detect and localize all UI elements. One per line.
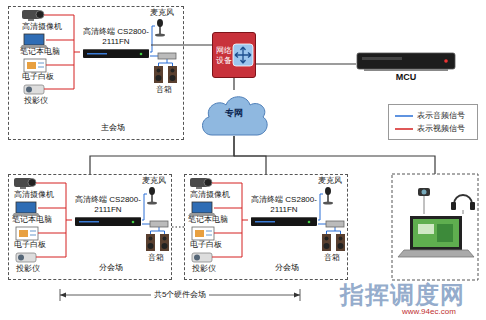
hd-terminal: 高清终端 CS2800-2111FN <box>249 195 319 226</box>
venue-count-note: 共5个硬件会场 <box>151 290 209 300</box>
venue-name: 分会场 <box>99 263 123 273</box>
venue-label-box: 分会场 <box>99 263 123 273</box>
venue-name: 分会场 <box>275 263 299 273</box>
microphone-label: 麦克风 <box>318 176 342 186</box>
legend-sample <box>395 126 413 132</box>
count-bracket-part <box>294 293 300 298</box>
mcu-device: MCU <box>356 50 456 83</box>
count-bracket-part <box>60 293 66 298</box>
terminal-lights <box>251 218 317 226</box>
terminal-model: 高清终端 CS2800-2111FN <box>249 195 319 215</box>
whiteboard-label: 电子白板 <box>190 240 222 250</box>
speaker-label: 音箱 <box>148 253 164 263</box>
hd-terminal: 高清终端 CS2800-2111FN <box>73 195 143 226</box>
mcu-light <box>444 59 448 63</box>
terminal-lights <box>83 50 149 58</box>
camera-label: 高清摄像机 <box>190 190 230 200</box>
venue-label-box: 分会场 <box>275 263 299 273</box>
switch-text-box: 网络设备 <box>216 46 232 66</box>
venue-name: 主会场 <box>101 123 125 133</box>
venue-label-box: 主会场 <box>101 123 125 133</box>
legend-line <box>395 115 413 117</box>
terminal-model: 高清终端 CS2800-2111FN <box>81 27 151 47</box>
software-terminal-picture-part <box>410 216 462 250</box>
mcu-panel <box>362 57 402 60</box>
dotted-link <box>172 226 184 227</box>
legend-sample <box>395 113 413 119</box>
whiteboard-label: 电子白板 <box>14 240 46 250</box>
laptop-label: 笔记本电脑 <box>20 47 60 57</box>
software-terminal-picture-part <box>451 202 456 210</box>
legend-box: 表示音频信号表示视频信号 <box>388 104 478 140</box>
count-bracket <box>60 289 300 301</box>
cloud-outline <box>203 97 268 135</box>
node-label: MCU <box>356 72 456 83</box>
count-bracket-part <box>60 289 61 301</box>
network-bus <box>234 156 435 174</box>
terminal-device <box>75 217 141 226</box>
terminal-light <box>308 221 311 224</box>
legend-text: 表示视频信号 <box>417 124 465 134</box>
microphone-label: 麦克风 <box>142 176 166 186</box>
legend-row: 表示音频信号 <box>395 109 471 122</box>
network-link <box>256 63 356 64</box>
terminal-lights <box>75 218 141 226</box>
terminal-light <box>140 53 143 56</box>
website-watermark: www.94ec.com <box>402 307 456 317</box>
software-terminal-picture-part <box>398 250 474 257</box>
speaker-label: 音箱 <box>324 253 340 263</box>
software-terminal-picture-part <box>470 202 475 210</box>
cloud-text-box: 专网 <box>198 90 270 136</box>
terminal-stripe <box>87 53 107 55</box>
switch-icon-body <box>233 44 253 66</box>
network-link <box>90 136 234 174</box>
network-cloud: 专网 <box>198 90 270 136</box>
software-terminal-picture-part <box>418 224 434 234</box>
terminal-device <box>83 49 149 58</box>
mcu-picture <box>356 50 456 72</box>
mcu-body <box>357 53 455 69</box>
microphone-label: 麦克风 <box>150 8 174 18</box>
projector-label: 投影仪 <box>192 264 216 274</box>
terminal-light <box>132 221 135 224</box>
speaker-label: 音箱 <box>156 85 172 95</box>
network-link <box>234 136 266 174</box>
software-venue-box <box>392 174 478 280</box>
switch-icon <box>232 41 254 69</box>
branch-venue-equipment <box>12 178 169 262</box>
count-bracket-part <box>300 289 301 301</box>
network-link <box>233 78 234 90</box>
projector-label: 投影仪 <box>16 264 40 274</box>
software-terminal-picture-part <box>422 190 427 195</box>
switch-icon-arrows <box>235 47 251 63</box>
terminal-stripe <box>255 221 275 223</box>
main-venue-equipment <box>20 10 177 94</box>
software-terminal-picture-part <box>424 196 463 214</box>
legend-row: 表示视频信号 <box>395 122 471 135</box>
laptop-label: 笔记本电脑 <box>188 215 228 225</box>
network-switch: 网络设备 <box>212 32 256 78</box>
software-terminal-picture-part <box>437 224 453 242</box>
software-terminal-picture-part <box>413 219 459 247</box>
whiteboard-label: 电子白板 <box>22 72 54 82</box>
network-link <box>151 44 212 45</box>
watermark-text: 指挥调度网 <box>340 282 465 308</box>
terminal-stripe <box>79 221 99 223</box>
node-label: 网络设备 <box>216 46 232 66</box>
terminal-model: 高清终端 CS2800-2111FN <box>73 195 143 215</box>
camera-label: 高清摄像机 <box>22 22 62 32</box>
mcu-foot <box>364 69 448 71</box>
projector-label: 投影仪 <box>24 96 48 106</box>
branch-venue-equipment <box>188 178 345 262</box>
legend-line <box>395 128 413 130</box>
terminal-device <box>251 217 317 226</box>
node-label: 专网 <box>225 108 243 118</box>
software-terminal-picture <box>398 188 475 257</box>
software-terminal-picture-part <box>454 195 472 204</box>
software-terminal-picture-part <box>418 188 430 196</box>
camera-label: 高清摄像机 <box>14 190 54 200</box>
laptop-label: 笔记本电脑 <box>12 215 52 225</box>
legend-text: 表示音频信号 <box>417 111 465 121</box>
hd-terminal: 高清终端 CS2800-2111FN <box>81 27 151 58</box>
